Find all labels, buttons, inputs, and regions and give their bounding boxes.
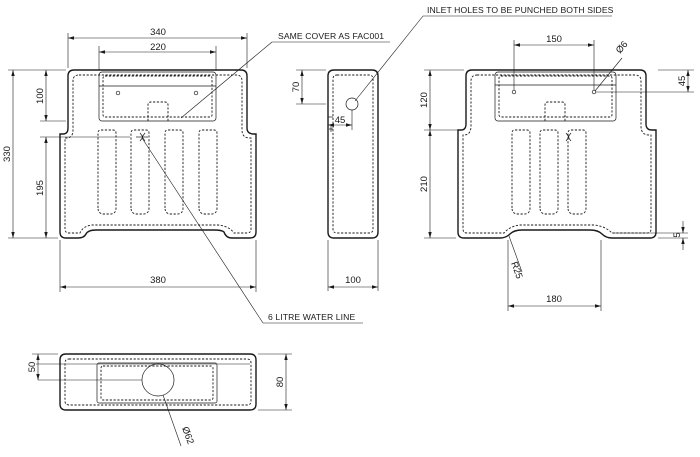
front-body-inner [64, 74, 252, 234]
side-body-outline [327, 69, 379, 239]
dim-rear-hole-offset: 45 [677, 76, 688, 87]
side-view: 70 45 100 [291, 69, 379, 291]
side-water-mark [329, 126, 333, 132]
front-body-outline [59, 69, 257, 239]
front-cover [98, 71, 217, 122]
dim-front-width: 340 [150, 27, 166, 38]
front-cover-inner [102, 75, 213, 118]
side-body-inner [332, 74, 374, 234]
dim-rear-upper-height: 120 [419, 92, 430, 108]
dim-front-cover-height: 100 [35, 88, 46, 104]
note-water-line: 6 LITRE WATER LINE [141, 137, 363, 324]
dim-side-hole-offset: 45 [335, 115, 346, 126]
note-same-cover: SAME COVER AS FAC001 [180, 31, 390, 119]
rear-water-line-symbol [565, 132, 572, 142]
front-cover-hole-right [193, 90, 199, 96]
rear-view: 150 Ø6 45 120 210 5 R25 [419, 34, 694, 311]
note-inlet-holes-text: INLET HOLES TO BE PUNCHED BOTH SIDES [427, 5, 614, 15]
top-bore [141, 363, 175, 397]
dim-front-base-width: 380 [150, 275, 166, 286]
front-cover-hole-left [115, 90, 121, 96]
top-view: 50 80 Ø62 [27, 353, 292, 447]
top-body-outline [59, 353, 257, 411]
note-inlet-holes: INLET HOLES TO BE PUNCHED BOTH SIDES [354, 5, 614, 102]
dim-rear-hole-diameter: Ø6 [614, 39, 631, 56]
dim-rear-lower-height: 210 [419, 176, 430, 192]
dim-front-lower-height: 195 [35, 180, 46, 196]
dim-top-depth: 80 [275, 377, 286, 388]
front-rib-2 [130, 129, 150, 215]
rear-body-outline [457, 69, 657, 239]
front-rib-1 [97, 129, 117, 215]
dim-rear-foot-span: 180 [546, 294, 562, 305]
front-view: 340 220 330 100 195 380 [2, 27, 257, 292]
rear-rib-1 [511, 129, 531, 215]
front-centre-slot [147, 101, 169, 121]
front-water-line-symbol [139, 132, 146, 142]
top-cover [96, 362, 218, 404]
rear-cover-hole-right [591, 89, 597, 95]
note-same-cover-text: SAME COVER AS FAC001 [278, 31, 384, 41]
rear-rib-2 [539, 129, 559, 215]
dim-front-height: 330 [2, 146, 13, 162]
front-rib-4 [198, 129, 218, 215]
rear-cover [494, 71, 617, 122]
top-cover-inner [100, 365, 214, 401]
rear-centre-slot [544, 101, 566, 121]
note-water-line-text: 6 LITRE WATER LINE [268, 312, 355, 322]
dim-side-hole-height: 70 [291, 82, 302, 93]
dim-top-cover-depth: 50 [27, 362, 38, 373]
front-rib-3 [164, 129, 184, 215]
rear-body-inner [462, 74, 652, 234]
dim-rear-corner-radius: R25 [508, 260, 524, 280]
rear-cover-inner [498, 75, 613, 118]
rear-cover-hole-left [511, 89, 517, 95]
dim-top-bore-diameter: Ø62 [179, 425, 195, 446]
dim-front-cover-width: 220 [150, 42, 166, 53]
dim-side-depth: 100 [345, 275, 361, 286]
rear-rib-3 [567, 129, 587, 215]
dim-rear-hole-spacing: 150 [546, 34, 562, 45]
dim-rear-foot-height: 5 [672, 232, 683, 237]
top-body-inner [64, 358, 252, 406]
